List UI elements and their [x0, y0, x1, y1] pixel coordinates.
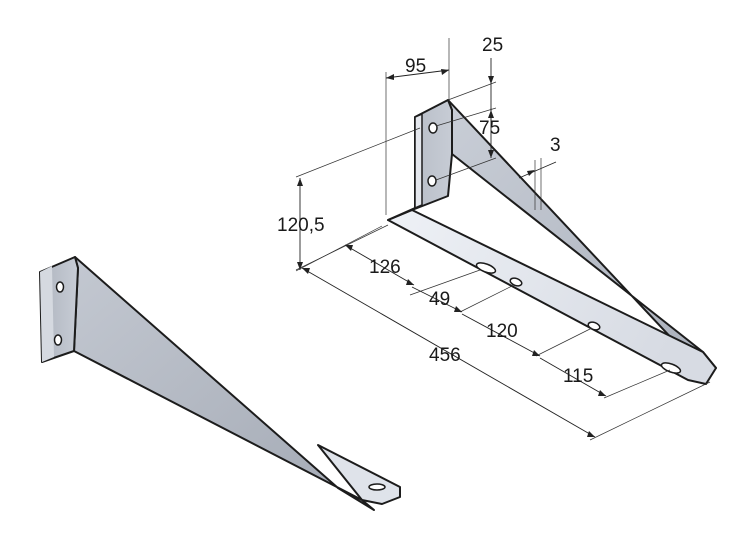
- dim-label-456: 456: [429, 345, 461, 366]
- small-bracket-upper-hole: [55, 281, 65, 293]
- bracket-main-view: [387, 99, 717, 385]
- dim-label-126: 126: [369, 257, 401, 278]
- dimension-lines: [295, 38, 711, 441]
- small-bracket-wall-plate-face: [40, 266, 54, 362]
- main-bracket-hole-3: [587, 321, 601, 331]
- dim-label-115: 115: [563, 366, 593, 387]
- dimension-labels: 95 25 75 3 120,5 126 49 120 456 115: [277, 35, 593, 387]
- dim-label-95: 95: [405, 56, 426, 77]
- dim-label-49: 49: [429, 289, 450, 310]
- small-bracket-lower-hole: [53, 334, 63, 346]
- small-bracket-gusset: [73, 256, 375, 511]
- small-bracket-foot-slot: [368, 483, 386, 491]
- bracket-small-view: [39, 256, 401, 511]
- main-bracket-slot-4: [660, 362, 682, 374]
- main-bracket-slot-1: [475, 262, 497, 274]
- main-bracket-upper-hole: [428, 122, 438, 134]
- main-bracket-lower-hole: [427, 175, 437, 187]
- dim-label-25: 25: [482, 35, 503, 56]
- dim-label-3: 3: [550, 135, 561, 156]
- main-bracket-wall-edge: [414, 112, 423, 210]
- dim-label-120-5: 120,5: [277, 215, 325, 236]
- small-bracket-foot: [317, 444, 401, 505]
- dim-label-120: 120: [486, 321, 518, 342]
- main-bracket-hole-2: [509, 277, 523, 287]
- dim-label-75: 75: [479, 118, 500, 139]
